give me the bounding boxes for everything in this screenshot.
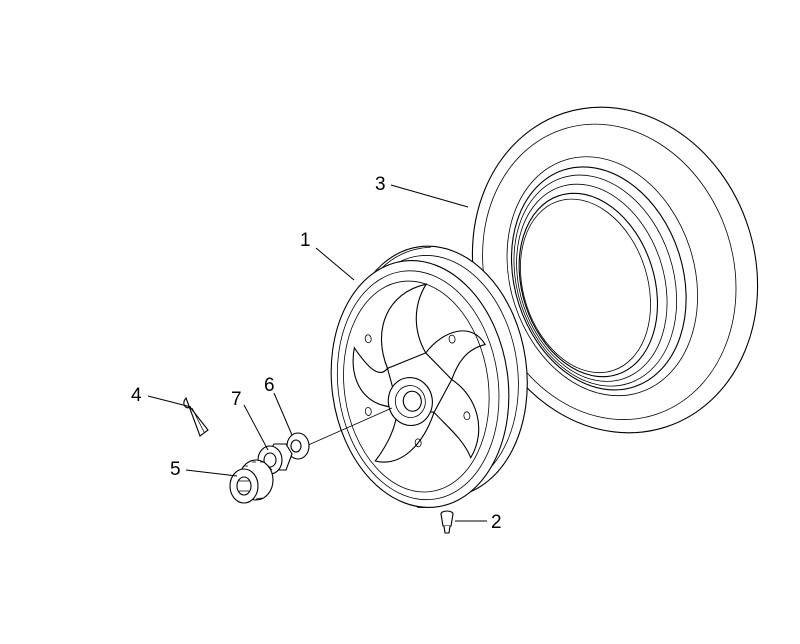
rim-part-1[interactable] [314,234,544,519]
cotter-pin-part-4[interactable] [183,396,209,437]
callout-4: 4 [131,385,142,406]
castle-nut-part-5[interactable] [229,459,274,504]
callout-6: 6 [264,375,275,396]
leader-line-6 [273,392,293,436]
leader-line-3 [390,184,469,208]
axle-line [305,407,393,447]
leader-line-5 [185,469,238,477]
callout-2: 2 [491,512,502,533]
valve-stem-part-2[interactable] [440,510,454,534]
callout-5: 5 [170,459,181,480]
leader-line-7 [243,404,269,451]
callout-3: 3 [375,174,386,195]
leader-line-4 [147,395,192,408]
callout-7: 7 [231,389,242,410]
tire-part-3[interactable] [431,70,799,470]
leader-line-1 [315,247,355,281]
callout-1: 1 [300,230,311,251]
